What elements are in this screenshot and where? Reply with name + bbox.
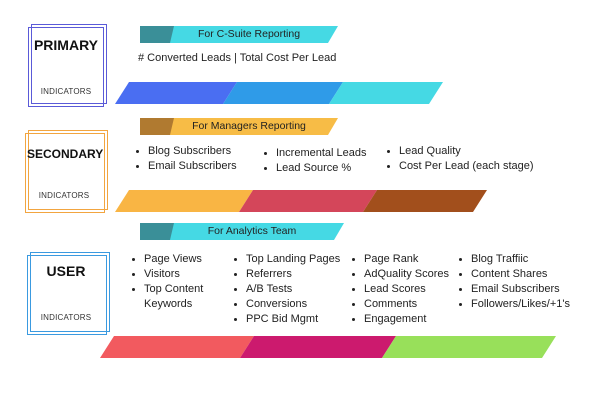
list-item: Top Content <box>130 282 203 297</box>
list-item: Lead Quality <box>385 144 534 159</box>
user-title: USER <box>46 263 86 279</box>
secondary-list-col-2: Incremental Leads Lead Source % <box>262 146 367 176</box>
user-bar-segment-1 <box>100 336 254 358</box>
user-banner: For Analytics Team <box>140 223 344 240</box>
secondary-bar-segment-1 <box>115 190 253 212</box>
primary-metrics: # Converted Leads | Total Cost Per Lead <box>138 52 337 64</box>
primary-frame-inner <box>31 24 107 104</box>
list-item: Blog Traffiic <box>457 252 570 267</box>
list-item: Comments <box>350 297 449 312</box>
primary-banner: For C-Suite Reporting <box>140 26 338 43</box>
list-item: Incremental Leads <box>262 146 367 161</box>
primary-subtitle: INDICATORS <box>40 87 92 96</box>
user-subtitle: INDICATORS <box>40 313 92 322</box>
user-list-col-2: Top Landing Pages Referrers A/B Tests Co… <box>232 252 340 327</box>
primary-bar-segment-3 <box>329 82 443 104</box>
list-item: Top Landing Pages <box>232 252 340 267</box>
user-bar-segment-3 <box>382 336 556 358</box>
list-item: Blog Subscribers <box>134 144 237 159</box>
list-item: Followers/Likes/+1's <box>457 297 570 312</box>
secondary-banner-text: For Managers Reporting <box>192 120 306 132</box>
secondary-color-bar <box>115 190 487 212</box>
list-item: Lead Scores <box>350 282 449 297</box>
list-item: Email Subscribers <box>134 159 237 174</box>
list-item: Cost Per Lead (each stage) <box>385 159 534 174</box>
user-color-bar <box>100 336 556 358</box>
user-frame-inner <box>30 252 110 332</box>
list-item: Content Shares <box>457 267 570 282</box>
list-item: Referrers <box>232 267 340 282</box>
secondary-banner: For Managers Reporting <box>140 118 338 135</box>
secondary-list-col-3: Lead Quality Cost Per Lead (each stage) <box>385 144 534 174</box>
user-frame-outer <box>27 255 107 335</box>
user-list-col-1: Page Views Visitors Top Content Keywords <box>130 252 203 312</box>
secondary-bar-segment-3 <box>363 190 487 212</box>
primary-color-bar <box>115 82 443 104</box>
user-list-col-4: Blog Traffiic Content Shares Email Subsc… <box>457 252 570 312</box>
secondary-frame-outer <box>25 133 105 213</box>
secondary-title: SECONDARY <box>27 147 104 161</box>
secondary-frame-inner <box>28 130 108 210</box>
list-item: Email Subscribers <box>457 282 570 297</box>
user-banner-text: For Analytics Team <box>207 225 297 237</box>
user-list-col-3: Page Rank AdQuality Scores Lead Scores C… <box>350 252 449 327</box>
user-label-box: USER INDICATORS <box>27 252 110 335</box>
list-item: Keywords <box>144 298 193 310</box>
list-item: AdQuality Scores <box>350 267 449 282</box>
list-item: Page Views <box>130 252 203 267</box>
user-bar-segment-2 <box>240 336 396 358</box>
list-item: A/B Tests <box>232 282 340 297</box>
primary-banner-text: For C-Suite Reporting <box>197 28 301 40</box>
list-item: Visitors <box>130 267 203 282</box>
list-item: Lead Source % <box>262 161 367 176</box>
list-item: PPC Bid Mgmt <box>232 312 340 327</box>
primary-title: PRIMARY <box>33 37 99 53</box>
list-item: Engagement <box>350 312 449 327</box>
list-item: Conversions <box>232 297 340 312</box>
primary-frame-outer <box>28 27 104 107</box>
primary-bar-segment-2 <box>223 82 343 104</box>
primary-label-box: PRIMARY INDICATORS <box>28 24 107 107</box>
secondary-bar-segment-2 <box>239 190 377 212</box>
secondary-subtitle: INDICATORS <box>38 191 90 200</box>
primary-bar-segment-1 <box>115 82 237 104</box>
secondary-label-box: SECONDARY INDICATORS <box>25 130 108 213</box>
secondary-list-col-1: Blog Subscribers Email Subscribers <box>134 144 237 174</box>
list-item: Page Rank <box>350 252 449 267</box>
